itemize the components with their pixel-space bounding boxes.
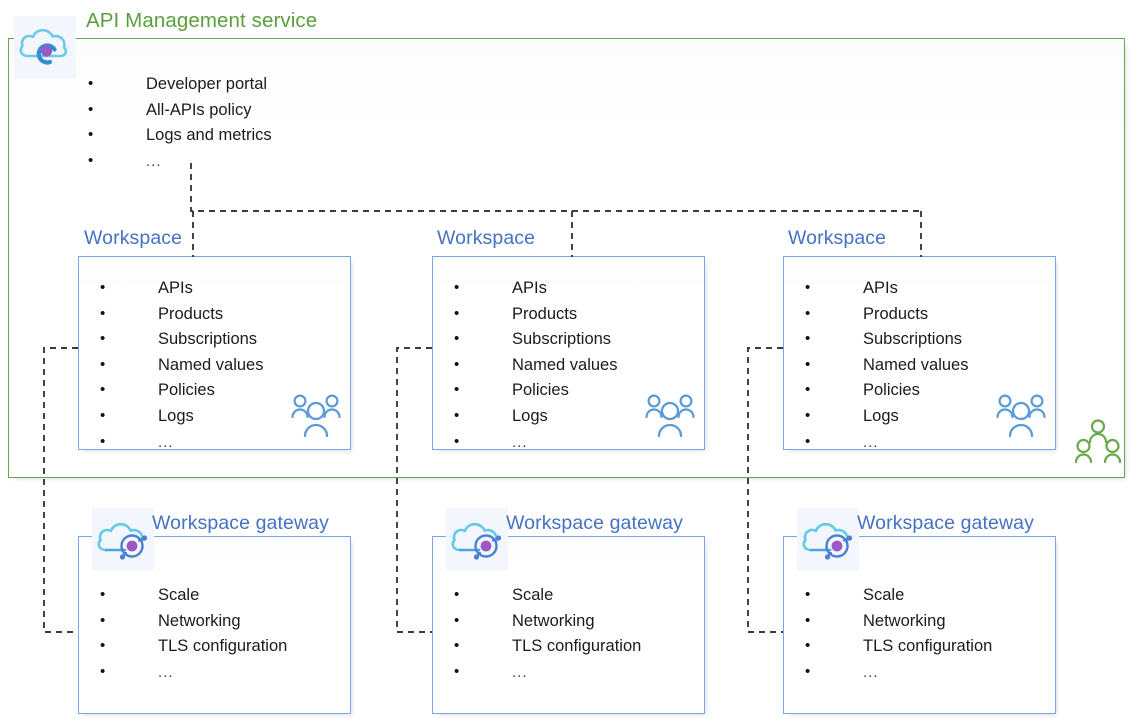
service-item: Logs and metrics — [88, 122, 272, 149]
gateway-item-list: Scale Networking TLS configuration ... — [454, 582, 641, 686]
workspace-item: APIs — [100, 275, 263, 302]
gateway-item: TLS configuration — [454, 633, 641, 660]
workspace-title: Workspace — [788, 227, 887, 249]
workspace-item: ... — [805, 429, 968, 456]
workspace-gateway-cloud-icon — [446, 508, 508, 570]
workspace-item: Logs — [805, 403, 968, 430]
workspace-item: Subscriptions — [805, 326, 968, 353]
workspace-item-list: APIs Products Subscriptions Named values… — [100, 275, 263, 456]
workspace-item: Policies — [100, 377, 263, 404]
workspace-gateway-title: Workspace gateway — [152, 512, 329, 534]
workspace-item: Subscriptions — [454, 326, 617, 353]
workspace-item: Logs — [100, 403, 263, 430]
workspace-gateway-title: Workspace gateway — [857, 512, 1034, 534]
gateway-item: ... — [454, 659, 641, 686]
gateway-item: TLS configuration — [805, 633, 992, 660]
gateway-item: Scale — [805, 582, 992, 609]
workspace-item: Named values — [454, 352, 617, 379]
workspace-item: Logs — [454, 403, 617, 430]
gateway-item: Scale — [100, 582, 287, 609]
gateway-item-list: Scale Networking TLS configuration ... — [805, 582, 992, 686]
service-item: Developer portal — [88, 71, 272, 98]
people-group-green-icon — [1075, 418, 1121, 466]
workspace-title: Workspace — [437, 227, 536, 249]
gateway-item: ... — [805, 659, 992, 686]
gateway-item: Networking — [454, 608, 641, 635]
workspace-item-list: APIs Products Subscriptions Named values… — [805, 275, 968, 456]
workspace-item: Subscriptions — [100, 326, 263, 353]
gateway-item: Networking — [100, 608, 287, 635]
gateway-item: Networking — [805, 608, 992, 635]
workspace-item: ... — [454, 429, 617, 456]
workspace-gateway-title: Workspace gateway — [506, 512, 683, 534]
workspace-item-list: APIs Products Subscriptions Named values… — [454, 275, 617, 456]
gateway-item: Scale — [454, 582, 641, 609]
workspace-gateway-cloud-icon — [797, 508, 859, 570]
workspace-item: Products — [454, 301, 617, 328]
service-title: API Management service — [86, 9, 318, 32]
workspace-gateway-cloud-icon — [92, 508, 154, 570]
workspace-item: Named values — [100, 352, 263, 379]
people-group-blue-icon — [995, 392, 1047, 440]
workspace-item: Products — [100, 301, 263, 328]
workspace-title: Workspace — [84, 227, 183, 249]
workspace-item: Policies — [454, 377, 617, 404]
service-item-list: Developer portal All-APIs policy Logs an… — [88, 71, 272, 175]
service-item: ... — [88, 148, 272, 175]
workspace-item: Policies — [805, 377, 968, 404]
api-management-cloud-icon — [14, 16, 76, 78]
workspace-item: Named values — [805, 352, 968, 379]
people-group-blue-icon — [290, 392, 342, 440]
gateway-item: ... — [100, 659, 287, 686]
workspace-item: ... — [100, 429, 263, 456]
workspace-item: Products — [805, 301, 968, 328]
workspace-item: APIs — [454, 275, 617, 302]
gateway-item-list: Scale Networking TLS configuration ... — [100, 582, 287, 686]
gateway-item: TLS configuration — [100, 633, 287, 660]
workspace-item: APIs — [805, 275, 968, 302]
people-group-blue-icon — [644, 392, 696, 440]
service-item: All-APIs policy — [88, 97, 272, 124]
